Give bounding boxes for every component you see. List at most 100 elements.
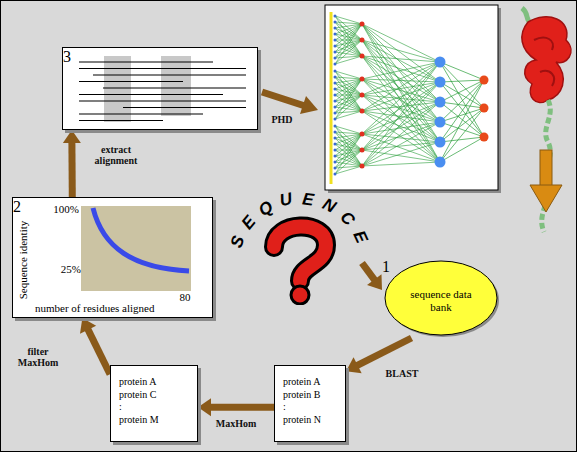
sequence-line xyxy=(79,120,163,121)
stroke xyxy=(362,40,440,102)
sequence-line xyxy=(79,94,223,95)
stroke xyxy=(335,40,362,58)
arc-letter: U xyxy=(276,190,295,211)
stroke xyxy=(362,40,440,82)
stroke xyxy=(335,95,362,113)
bank-ellipse xyxy=(385,261,497,335)
stroke xyxy=(335,22,362,56)
arc-letter: E xyxy=(348,226,371,248)
stroke xyxy=(360,93,365,98)
arrow-shaft xyxy=(87,328,110,374)
stroke xyxy=(360,22,365,27)
sequence-line xyxy=(79,68,246,69)
question-mark xyxy=(291,286,309,304)
stroke xyxy=(435,137,446,148)
stroke xyxy=(440,80,484,162)
stroke xyxy=(440,80,484,82)
stroke xyxy=(334,82,337,85)
stroke xyxy=(335,134,362,162)
stroke xyxy=(362,62,440,134)
stroke xyxy=(362,62,440,79)
stroke xyxy=(362,79,440,142)
stroke xyxy=(362,102,440,150)
list-entry: protein M xyxy=(119,414,189,427)
list-entry: protein C xyxy=(119,389,189,402)
sequence-line xyxy=(103,87,246,88)
arrow-head xyxy=(346,357,362,373)
stroke xyxy=(362,56,440,102)
arc-letter: C xyxy=(335,207,359,231)
stroke xyxy=(440,102,484,137)
arc-letter: E xyxy=(299,190,317,210)
stroke xyxy=(440,137,484,142)
arrow-head xyxy=(63,130,81,143)
arrow-label: MaxHom xyxy=(206,418,266,429)
question-mark xyxy=(274,226,326,281)
stroke xyxy=(480,133,489,142)
axis-title: number of residues aligned xyxy=(35,302,205,314)
stroke xyxy=(334,149,337,152)
stroke xyxy=(362,62,440,150)
stroke xyxy=(362,40,440,142)
stroke xyxy=(362,142,440,166)
stroke xyxy=(335,22,362,40)
stroke xyxy=(362,56,440,142)
stroke xyxy=(440,82,484,137)
stroke xyxy=(362,24,440,102)
stroke xyxy=(435,157,446,168)
stroke xyxy=(362,79,440,102)
stroke xyxy=(335,150,362,168)
stroke xyxy=(335,22,362,24)
stroke xyxy=(362,95,440,102)
stroke xyxy=(440,137,484,162)
stroke xyxy=(435,77,446,88)
stroke xyxy=(335,166,362,174)
stroke xyxy=(362,56,440,162)
flow-arrow xyxy=(80,318,110,374)
stroke xyxy=(440,62,484,137)
stroke xyxy=(334,94,337,97)
sequence-line xyxy=(79,100,246,101)
arrow-shaft xyxy=(209,404,274,411)
stroke xyxy=(334,63,337,66)
filtered-list: protein Aprotein C:protein M xyxy=(110,365,198,442)
conserved-block xyxy=(104,56,131,122)
stroke xyxy=(334,112,337,115)
stroke xyxy=(480,76,489,85)
stroke xyxy=(330,12,333,184)
stroke xyxy=(335,40,362,41)
question-mark xyxy=(274,226,326,281)
stroke xyxy=(335,77,362,79)
arc-letter: Q xyxy=(254,197,277,221)
arc-letter: N xyxy=(318,194,340,217)
stroke xyxy=(440,108,484,122)
stroke xyxy=(362,56,440,62)
stroke xyxy=(335,79,362,107)
list-entry: : xyxy=(119,401,189,414)
arrow-shaft xyxy=(362,263,375,281)
list-entry: : xyxy=(283,401,337,414)
stroke xyxy=(362,122,440,166)
sequence-line xyxy=(79,61,213,62)
flow-arrow xyxy=(63,130,81,197)
stroke xyxy=(362,79,440,162)
stroke xyxy=(334,27,337,30)
sequence-emblem: SEQUENCE xyxy=(222,185,362,305)
stroke xyxy=(335,150,362,151)
arc-letter: E xyxy=(237,211,261,235)
stroke xyxy=(334,57,337,60)
stroke xyxy=(335,24,362,58)
stroke xyxy=(335,77,362,111)
flow-arrow xyxy=(198,398,274,416)
stroke xyxy=(334,39,337,42)
stroke xyxy=(362,56,440,122)
stroke xyxy=(362,24,440,62)
stroke xyxy=(360,132,365,137)
arrow-head xyxy=(198,398,211,416)
stroke xyxy=(440,62,484,80)
stroke xyxy=(335,79,362,119)
stroke xyxy=(360,109,365,114)
stroke xyxy=(360,77,365,82)
stroke xyxy=(335,24,362,64)
tick-label: 80 xyxy=(177,291,193,303)
